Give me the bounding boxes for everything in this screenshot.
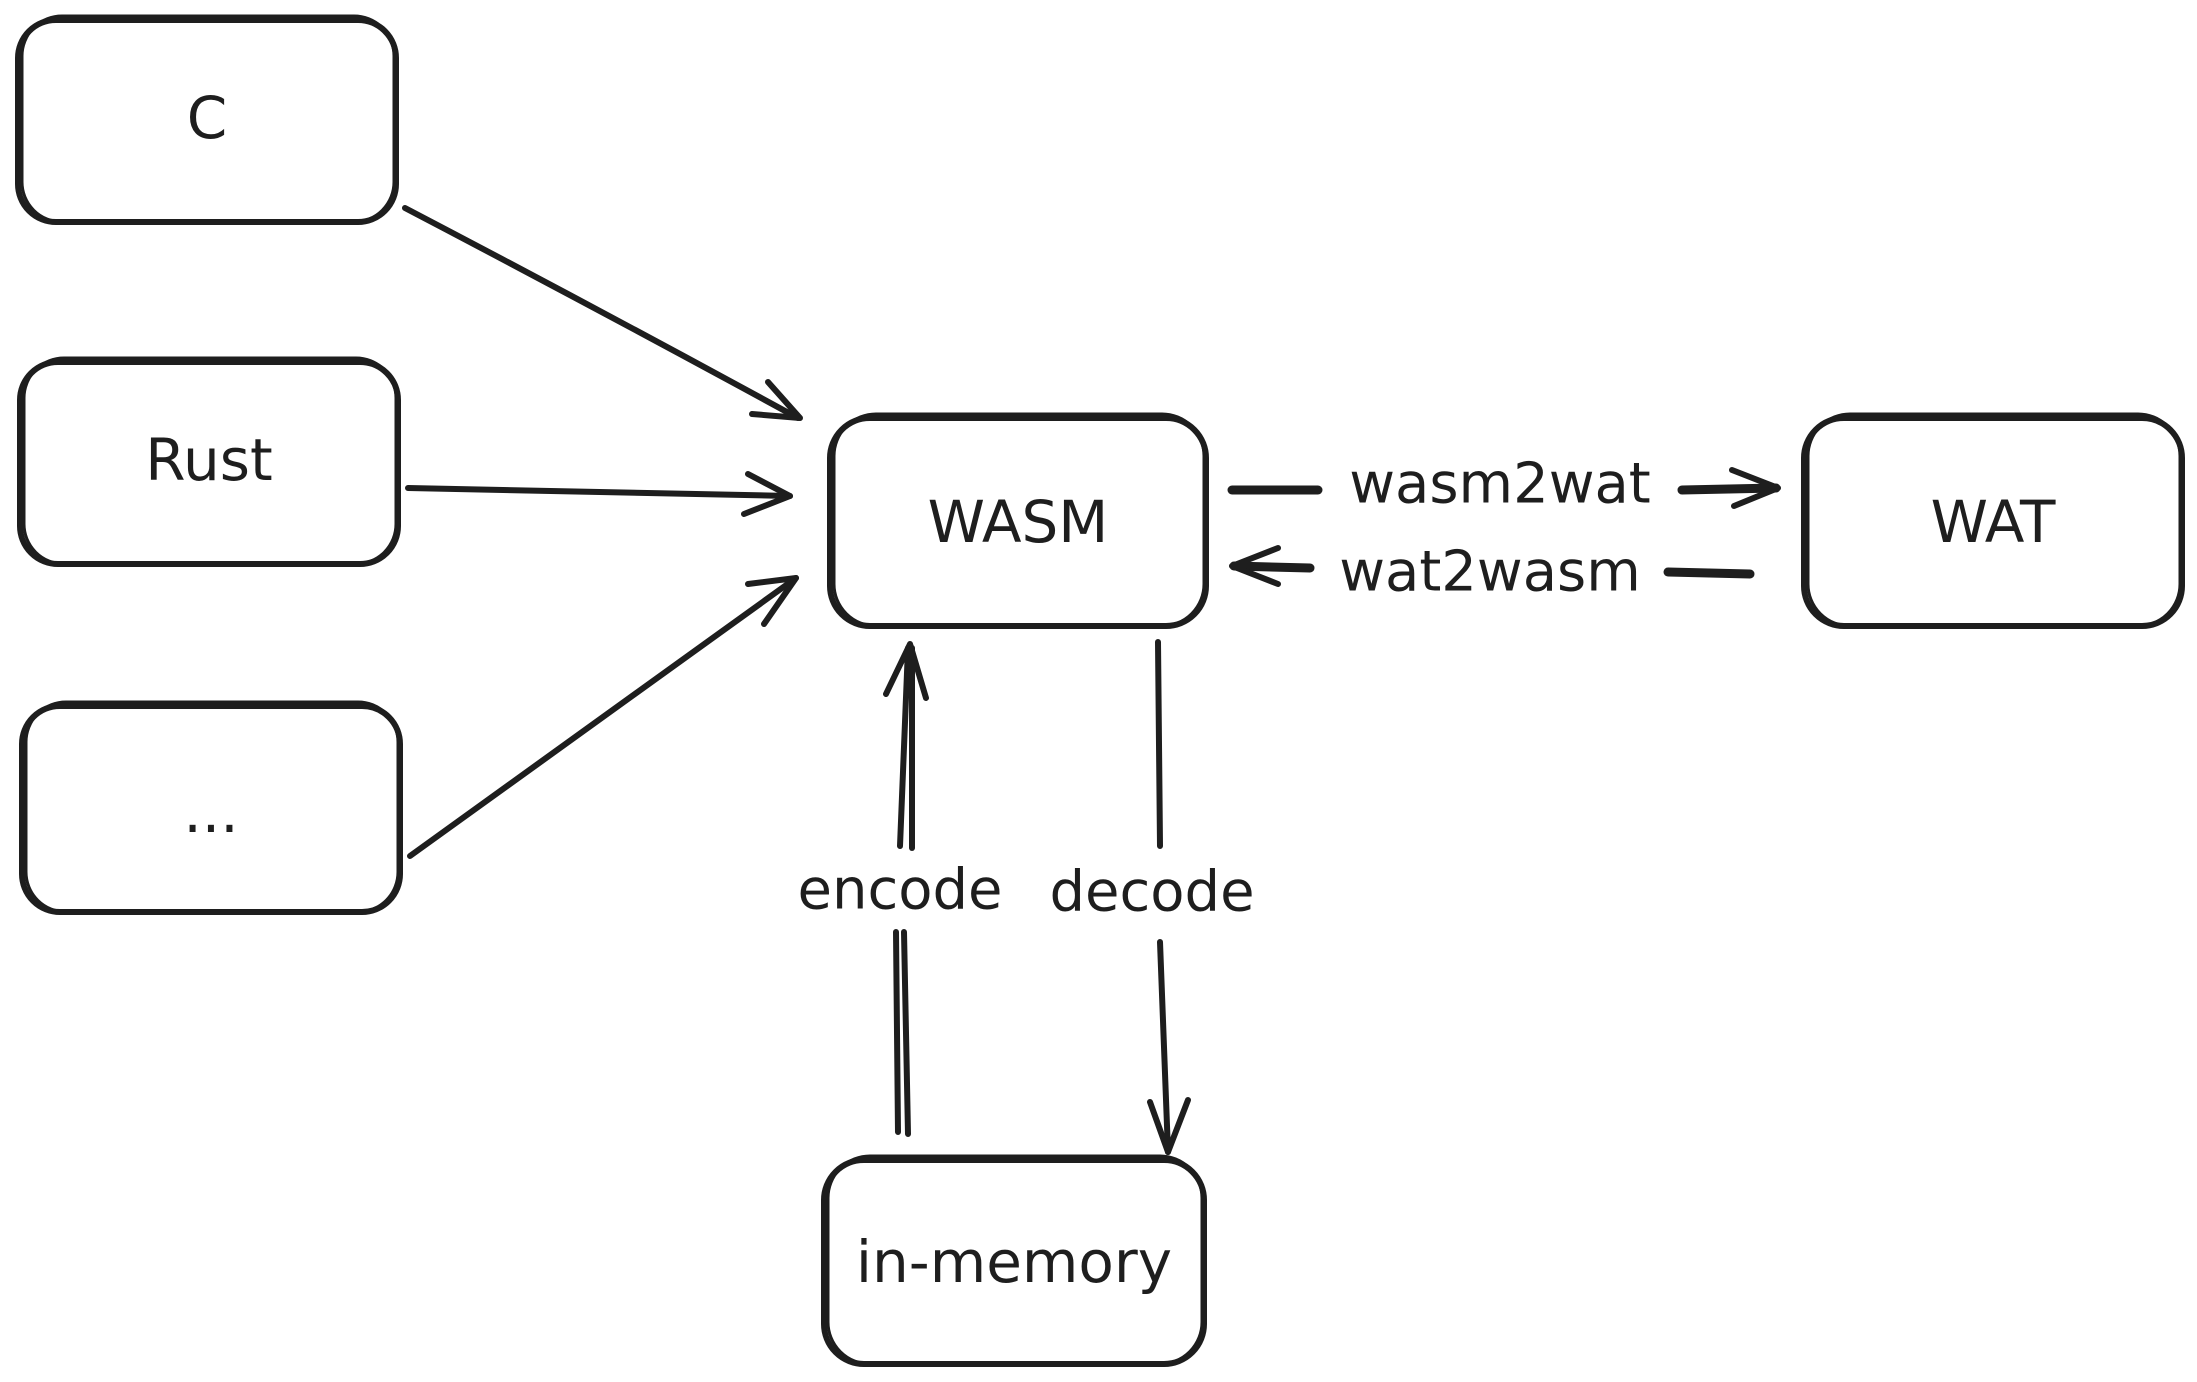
edge-label-encode: encode xyxy=(798,858,1003,923)
node-in-memory-label: in-memory xyxy=(856,1228,1172,1296)
edge-label-wasm2wat: wasm2wat xyxy=(1349,452,1651,517)
node-wat[interactable]: WAT xyxy=(1801,412,2185,629)
edge-label-wat2wasm: wat2wasm xyxy=(1339,540,1641,605)
edge-decode: decode xyxy=(1049,639,1255,1155)
node-rust-label: Rust xyxy=(145,426,272,494)
node-other[interactable]: ... xyxy=(19,700,403,915)
node-wat-label: WAT xyxy=(1931,488,2056,556)
node-in-memory[interactable]: in-memory xyxy=(821,1154,1207,1367)
node-c-label: C xyxy=(187,84,228,152)
edge-encode: encode xyxy=(798,641,1003,1137)
node-other-label: ... xyxy=(183,778,238,846)
edge-label-decode: decode xyxy=(1049,860,1254,925)
edge-other-to-wasm xyxy=(407,575,799,859)
node-wasm-label: WASM xyxy=(928,488,1109,556)
node-c[interactable]: C xyxy=(15,14,399,225)
edge-wasm-to-wat: wasm2wat xyxy=(1227,452,1781,517)
edge-wat-to-wasm: wat2wasm xyxy=(1229,540,1755,605)
edge-rust-to-wasm xyxy=(405,471,793,517)
edge-c-to-wasm xyxy=(402,205,803,421)
node-wasm[interactable]: WASM xyxy=(827,412,1209,629)
node-rust[interactable]: Rust xyxy=(17,356,401,567)
